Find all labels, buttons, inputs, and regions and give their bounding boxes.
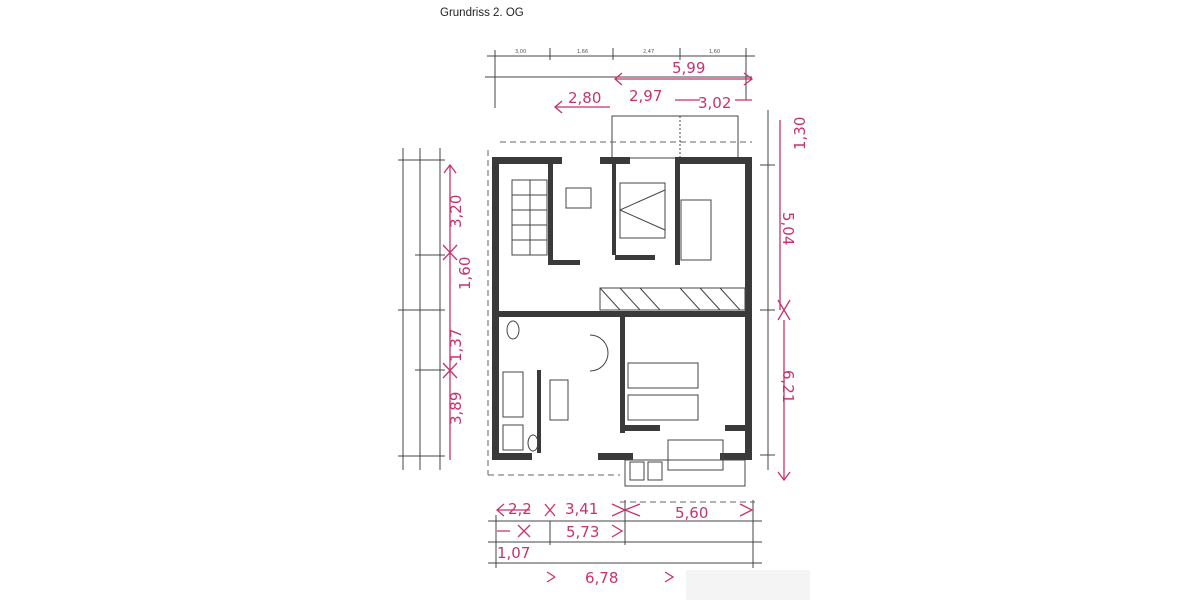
annotation-right-lower: 6,21 [779, 370, 797, 403]
interior-fixtures [487, 150, 746, 487]
annotation-top-left: 2,80 [568, 89, 601, 107]
annotation-bottom-e: 1,07 [497, 544, 530, 562]
annotation-bottom-a: 2,2 [508, 500, 532, 518]
annotation-bottom-d: 5,73 [566, 523, 599, 541]
annotation-bottom-total: 6,78 [585, 569, 618, 587]
right-dimension-lines [760, 110, 775, 470]
bottom-dimension-lines [488, 500, 762, 568]
annotation-left-lower-mid: 1,37 [447, 329, 465, 362]
annotation-right-balcony: 1,30 [791, 117, 809, 150]
svg-text:1,60: 1,60 [709, 49, 720, 55]
annotation-left-upper-mid: 1,60 [456, 257, 474, 290]
annotation-top-total: 5,99 [672, 59, 705, 77]
annotation-left-bottom: 3,89 [447, 392, 465, 425]
svg-text:2,47: 2,47 [643, 49, 654, 55]
svg-text:3,00: 3,00 [515, 49, 526, 55]
svg-text:1,66: 1,66 [577, 49, 588, 55]
top-balcony [500, 115, 752, 159]
annotation-top-right: 3,02 [698, 94, 731, 112]
scan-patch [686, 570, 810, 600]
plan-title: Grundriss 2. OG [440, 7, 524, 19]
top-dimension-lines: 3,00 1,66 2,47 1,60 [485, 48, 755, 108]
annotation-bottom-b: 3,41 [565, 500, 598, 518]
annotation-right-upper: 5,04 [779, 212, 797, 245]
annotation-bottom-c: 5,60 [675, 504, 708, 522]
outer-walls [492, 157, 752, 460]
left-dimension-lines [398, 148, 445, 470]
handwritten-annotations: 5,99 2,80 2,97 3,02 1,30 5,04 6,21 3,20 … [442, 59, 809, 587]
annotation-top-mid: 2,97 [629, 87, 662, 105]
annotation-left-top: 3,20 [447, 195, 465, 228]
